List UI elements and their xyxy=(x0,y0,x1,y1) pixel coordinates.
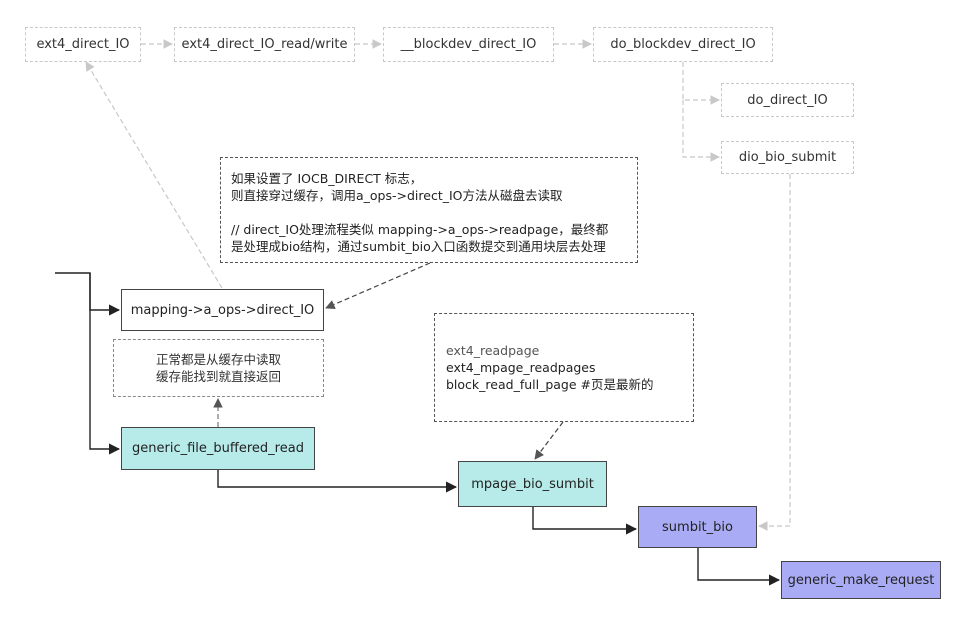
edge-dio-submit-to-sumbit-bio xyxy=(758,174,791,531)
note-readpage: ext4_readpage ext4_mpage_readpages block… xyxy=(434,313,694,422)
edge-sumbit-bio-to-make-request xyxy=(697,548,781,586)
edge-mpage-to-sumbit-bio xyxy=(532,507,638,535)
edge-entry-to-buffered xyxy=(89,273,121,455)
node-ext4-direct-io-read-write: ext4_direct_IO_read/write xyxy=(174,27,355,62)
note-readpage-line-1: ext4_readpage xyxy=(446,343,540,358)
node-do-direct-io: do_direct_IO xyxy=(721,83,854,117)
node-mapping-direct-io: mapping->a_ops->direct_IO xyxy=(121,289,324,331)
note-direct-io-line-4: 是处理成bio结构，通过sumbit_bio入口函数提交到通用块层去处理 xyxy=(231,239,606,254)
edge-readpage-note-to-mpage xyxy=(534,421,564,460)
node-ext4-direct-io: ext4_direct_IO xyxy=(25,27,141,62)
note-readpage-line-3: block_read_full_page #页是最新的 xyxy=(446,377,654,392)
note-direct-io-line-3: // direct_IO处理流程类似 mapping->a_ops->readp… xyxy=(231,222,609,237)
node-generic-file-buffered-read: generic_file_buffered_read xyxy=(121,427,315,470)
edge-do-blockdev-to-dio-submit xyxy=(682,100,720,162)
edge-do-blockdev-to-do-direct xyxy=(682,62,720,105)
node-mpage-bio-sumbit: mpage_bio_sumbit xyxy=(458,461,607,507)
note-direct-io-gap xyxy=(231,204,627,221)
node-do-blockdev-direct-io: do_blockdev_direct_IO xyxy=(593,27,773,62)
edge-buffered-to-mpage xyxy=(217,470,458,493)
node-generic-make-request: generic_make_request xyxy=(781,561,941,599)
note-cache-line-2: 缓存能找到就直接返回 xyxy=(155,369,281,384)
edge-entry-to-mapping xyxy=(55,272,121,316)
note-cache-line-1: 正常都是从缓存中读取 xyxy=(155,352,281,367)
node-sumbit-bio: sumbit_bio xyxy=(638,506,757,548)
note-direct-io-line-2: 则直接穿过缓存，调用a_ops->direct_IO方法从磁盘去读取 xyxy=(231,188,563,203)
node-dio-bio-submit: dio_bio_submit xyxy=(721,141,854,174)
note-readpage-line-2: ext4_mpage_readpages xyxy=(446,360,596,375)
edge-mapping-to-ext4-direct xyxy=(85,61,223,289)
node-blockdev-direct-io: __blockdev_direct_IO xyxy=(383,27,554,62)
note-direct-io: 如果设置了 IOCB_DIRECT 标志， 则直接穿过缓存，调用a_ops->d… xyxy=(220,157,638,263)
note-cache: 正常都是从缓存中读取 缓存能找到就直接返回 xyxy=(113,339,324,397)
edge-note-to-mapping xyxy=(325,262,431,309)
note-direct-io-line-1: 如果设置了 IOCB_DIRECT 标志， xyxy=(231,171,423,186)
